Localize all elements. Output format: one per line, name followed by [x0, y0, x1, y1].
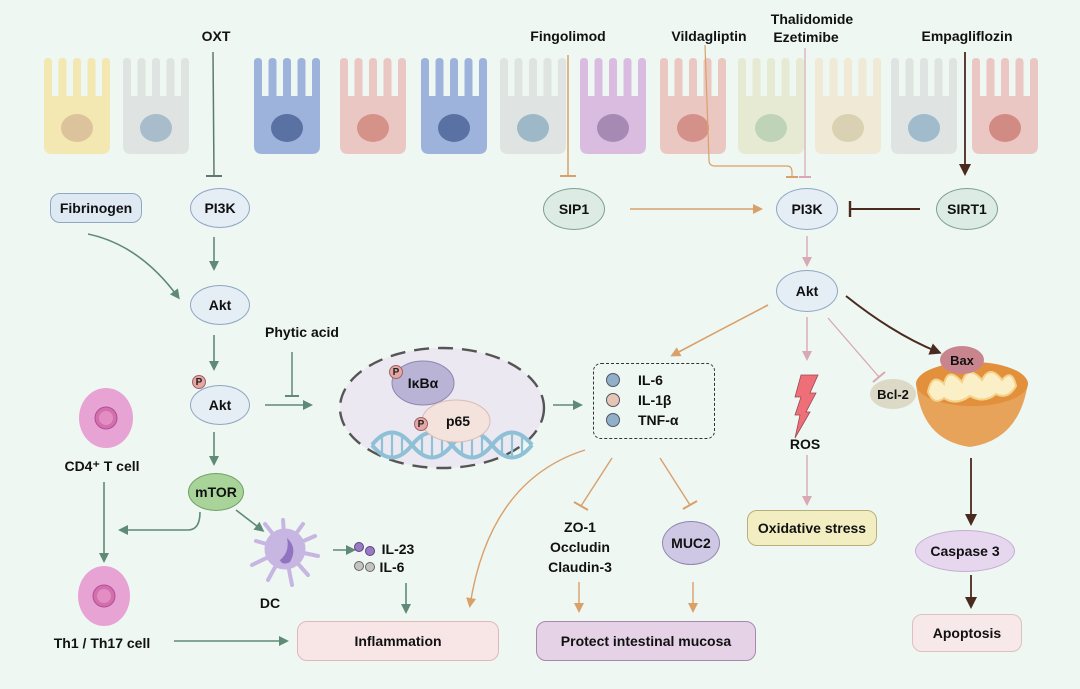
- vildagliptin-inhibition: [704, 44, 798, 178]
- label-zo1: ZO-1: [564, 518, 596, 535]
- cell-nucleus: [755, 114, 787, 142]
- cell-nucleus: [597, 114, 629, 142]
- node-p65[interactable]: p65: [445, 413, 471, 429]
- cytokine-name: TNF-α: [638, 412, 679, 428]
- node-pi3k-left[interactable]: PI3K: [190, 188, 250, 228]
- node-sip1[interactable]: SIP1: [543, 188, 605, 230]
- arrow-akt-bax: [845, 295, 942, 355]
- oxt-inhibition: [206, 51, 222, 177]
- label-il23: IL-23: [381, 540, 415, 557]
- node-oxidative-stress[interactable]: Oxidative stress: [747, 510, 877, 546]
- label-il6-dc: IL-6: [379, 558, 405, 575]
- node-bax[interactable]: Bax: [940, 346, 984, 374]
- node-akt-right[interactable]: Akt: [776, 270, 838, 312]
- sirt1-inhibition: [848, 201, 920, 217]
- epithelial-cell-icon: [123, 58, 189, 154]
- ezetimibe-inhibition: [799, 48, 811, 178]
- cytokine-dot-icon: [606, 413, 620, 427]
- label-ros: ROS: [789, 435, 821, 452]
- cell-nucleus: [438, 114, 470, 142]
- th-cell-icon: [78, 566, 130, 626]
- arrow-akt-cytokines: [670, 304, 769, 357]
- node-phospho-akt[interactable]: Akt: [190, 385, 250, 425]
- node-fibrinogen[interactable]: Fibrinogen: [50, 193, 142, 223]
- arrow-mtor-th: [118, 511, 201, 535]
- lightning-bolt-icon: [794, 374, 819, 439]
- node-ikba[interactable]: IκBα: [407, 375, 439, 391]
- epithelial-cell-icon: [580, 58, 646, 154]
- node-protect-mucosa[interactable]: Protect intestinal mucosa: [536, 621, 756, 661]
- epithelial-cell-icon: [340, 58, 406, 154]
- cytokine-name: IL-6: [638, 372, 663, 388]
- akt-inhibits-bcl2: [827, 317, 886, 383]
- inhibit-muc2: [659, 457, 698, 510]
- drug-label-empagliflozin: Empagliflozin: [921, 27, 1013, 44]
- cell-nucleus: [832, 114, 864, 142]
- cell-nucleus: [677, 114, 709, 142]
- arrow-cytokines-inflammation: [466, 449, 586, 608]
- mitochondrion-icon: [916, 362, 1028, 447]
- cytokine-row: IL-6: [594, 370, 714, 390]
- cell-nucleus: [517, 114, 549, 142]
- epithelial-cell-icon: [500, 58, 566, 154]
- phospho-badge-akt: P: [192, 375, 206, 389]
- phospho-badge-ikba: P: [389, 365, 403, 379]
- drug-label-fingolimod: Fingolimod: [530, 27, 606, 44]
- cell-nucleus: [908, 114, 940, 142]
- node-akt-left[interactable]: Akt: [190, 285, 250, 325]
- dendritic-cell-icon: [250, 518, 320, 587]
- node-inflammation[interactable]: Inflammation: [297, 621, 499, 661]
- epithelial-cell-icon: [815, 58, 881, 154]
- node-mtor[interactable]: mTOR: [188, 473, 244, 511]
- cell-nucleus: [271, 114, 303, 142]
- epithelial-cell-icon: [44, 58, 110, 154]
- node-sirt1[interactable]: SIRT1: [936, 188, 998, 230]
- node-caspase3[interactable]: Caspase 3: [915, 530, 1015, 572]
- inhibit-tight-junctions: [573, 457, 613, 511]
- epithelium-cells: [44, 58, 1038, 154]
- epithelial-cell-icon: [660, 58, 726, 154]
- drug-label-oxt: OXT: [201, 27, 231, 44]
- label-th-cell: Th1 / Th17 cell: [53, 634, 151, 651]
- node-muc2[interactable]: MUC2: [662, 521, 720, 565]
- drug-label-ezetimibe: Ezetimibe: [773, 28, 839, 45]
- arrow-fibrinogen-akt: [87, 233, 180, 300]
- cytokine-dot-icon: [606, 373, 620, 387]
- cytokine-name: IL-1β: [638, 392, 672, 408]
- node-bcl2[interactable]: Bcl-2: [870, 379, 916, 409]
- label-claudin3: Claudin-3: [548, 558, 612, 575]
- cd4-t-cell-icon: [79, 388, 133, 448]
- node-pi3k-right[interactable]: PI3K: [776, 188, 838, 230]
- nucleus-nfkb: [338, 346, 546, 470]
- cytokine-dots-icon: [354, 542, 375, 572]
- cytokine-row: IL-1β: [594, 390, 714, 410]
- epithelial-cell-icon: [891, 58, 957, 154]
- epithelial-cell-icon: [254, 58, 320, 154]
- epithelial-cell-icon: [738, 58, 804, 154]
- drug-label-vildagliptin: Vildagliptin: [671, 27, 747, 44]
- epithelial-cell-icon: [972, 58, 1038, 154]
- arrow-mtor-dc: [235, 509, 265, 532]
- cell-nucleus: [140, 114, 172, 142]
- label-occludin: Occludin: [550, 538, 610, 555]
- label-cd4-t-cell: CD4⁺ T cell: [64, 457, 140, 474]
- epithelial-cell-icon: [421, 58, 487, 154]
- cytokine-list: IL-6 IL-1β TNF-α: [593, 363, 715, 439]
- drug-label-thalidomide: Thalidomide: [770, 10, 854, 27]
- cell-nucleus: [61, 114, 93, 142]
- phytic-acid-inhibition: [285, 352, 299, 397]
- label-dc: DC: [259, 594, 281, 611]
- cytokine-dot-icon: [606, 393, 620, 407]
- cell-nucleus: [357, 114, 389, 142]
- drug-label-phytic-acid: Phytic acid: [265, 323, 339, 340]
- fingolimod-inhibition: [560, 55, 576, 177]
- phospho-badge-p65: P: [414, 417, 428, 431]
- cytokine-row: TNF-α: [594, 410, 714, 430]
- cell-nucleus: [989, 114, 1021, 142]
- node-apoptosis[interactable]: Apoptosis: [912, 614, 1022, 652]
